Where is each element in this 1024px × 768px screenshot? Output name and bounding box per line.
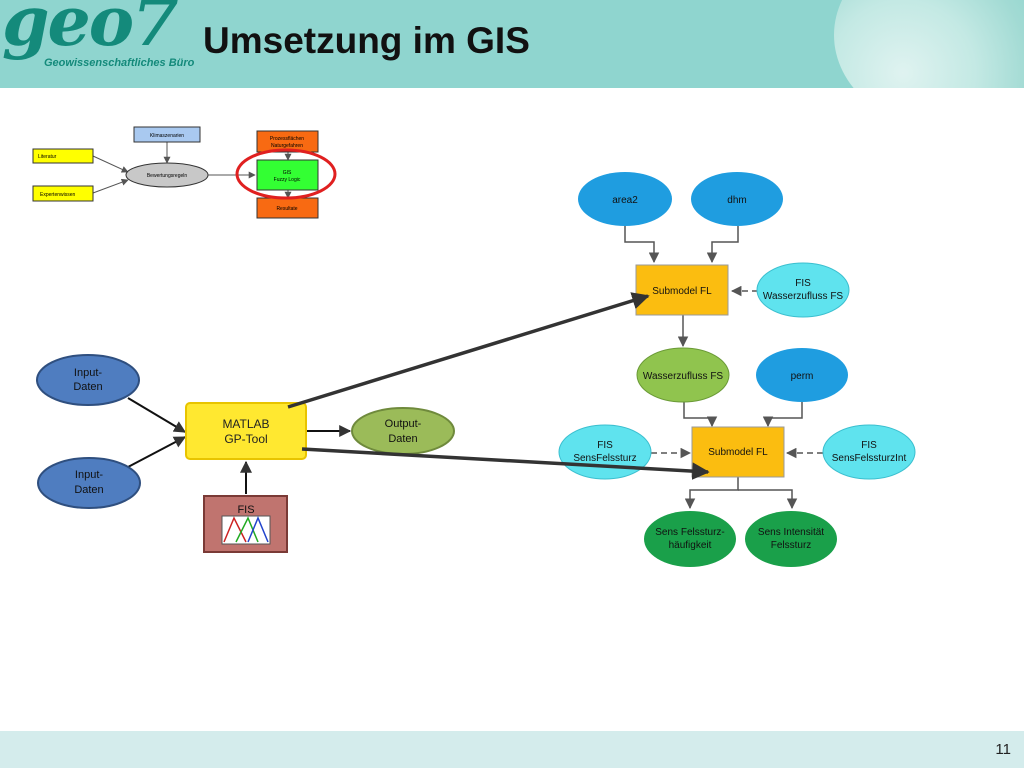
bewertungsregeln-label: Bewertungsregeln [147, 173, 188, 179]
gis-label-1: GIS [283, 170, 292, 176]
input-daten-2: Input- Daten [37, 457, 141, 509]
gis-fuzzy-box: GIS Fuzzy Logic [256, 159, 319, 191]
sens-haeufigkeit-line2: häufigkeit [669, 540, 712, 551]
dhm-node: dhm [691, 172, 783, 226]
fis-label: FIS [237, 504, 254, 516]
fis-wasserzufluss-node: FIS Wasserzufluss FS [756, 262, 850, 318]
bewertungsregeln-ellipse: Bewertungsregeln [125, 162, 209, 188]
matlab-line1: MATLAB [222, 417, 269, 431]
input-daten-2-line1: Input- [75, 469, 103, 481]
wasserzufluss-fs-label: Wasserzufluss FS [643, 371, 724, 382]
area2-label: area2 [612, 195, 638, 206]
footer-bar: 11 [0, 731, 1024, 768]
arrow-matlab-to-submodel-1 [287, 292, 650, 409]
sens-haeufigkeit-line1: Sens Felssturz- [655, 527, 724, 538]
matlab-gp-tool: MATLAB GP-Tool [185, 402, 307, 460]
fis-wasserzufluss-line2: Wasserzufluss FS [763, 291, 844, 302]
expertenwissen-box: Expertenwissen [32, 185, 94, 202]
sens-intensitaet-line2: Felssturz [771, 540, 812, 551]
submodel-fl-2-label: Submodel FL [708, 447, 768, 458]
logo-subtitle: Geowissenschaftliches Büro [44, 57, 195, 69]
matlab-line2: GP-Tool [224, 432, 267, 446]
expertenwissen-label: Expertenwissen [40, 192, 76, 198]
fis-sensfelssturz-line1: FIS [597, 440, 613, 451]
header-bar: geo7 Geowissenschaftliches Büro Umsetzun… [0, 0, 1024, 88]
sens-felssturz-haeufigkeit-node: Sens Felssturz- häufigkeit [644, 511, 736, 567]
logo: geo7 [2, 0, 179, 62]
input-daten-1-line1: Input- [74, 367, 102, 379]
right-workflow: area2 dhm Submodel FL FIS Wasserzufluss … [558, 172, 916, 567]
output-daten-line1: Output- [385, 418, 422, 430]
klimaszenarien-label: Klimaszenarien [150, 133, 184, 139]
slide-title: Umsetzung im GIS [203, 20, 530, 61]
prozessflaechen-box: Prozessflächen Naturgefahren [256, 130, 319, 153]
prozessflaechen-label-1: Prozessflächen [270, 136, 304, 142]
sens-intensitaet-felssturz-node: Sens Intensität Felssturz [745, 511, 837, 567]
output-daten: Output- Daten [351, 407, 455, 455]
sens-intensitaet-line1: Sens Intensität [758, 527, 824, 538]
page-number: 11 [995, 741, 1011, 758]
submodel-fl-1: Submodel FL [635, 264, 729, 316]
submodel-fl-1-label: Submodel FL [652, 286, 712, 297]
input-daten-1-line2: Daten [73, 381, 102, 393]
input-daten-1: Input- Daten [36, 354, 140, 406]
globe-decoration [834, 0, 1024, 88]
fis-sensfelssturz-line2: SensFelssturz [573, 453, 636, 464]
output-daten-line2: Daten [388, 433, 417, 445]
perm-label: perm [791, 371, 814, 382]
perm-node: perm [756, 348, 848, 402]
prozessflaechen-label-2: Naturgefahren [271, 143, 303, 149]
area2-node: area2 [578, 172, 672, 226]
submodel-fl-2: Submodel FL [691, 426, 785, 478]
resultate-box: Resultate [256, 197, 319, 219]
resultate-label: Resultate [276, 206, 297, 212]
left-workflow: Input- Daten Input- Daten MATLAB GP-Tool… [36, 354, 455, 553]
klimaszenarien-box: Klimaszenarien [133, 126, 201, 143]
overview-diagram: Klimaszenarien Literatur Expertenwissen … [32, 126, 337, 219]
fis-box: FIS [203, 495, 288, 553]
literatur-box: Literatur [32, 148, 94, 164]
gis-label-2: Fuzzy Logic [274, 177, 301, 183]
wasserzufluss-fs-node: Wasserzufluss FS [636, 347, 730, 403]
fis-wasserzufluss-line1: FIS [795, 278, 811, 289]
membership-function-icon [221, 515, 271, 545]
input-daten-2-line2: Daten [74, 484, 103, 496]
literatur-label: Literatur [38, 154, 57, 160]
highlight-circle [235, 148, 337, 200]
dhm-label: dhm [727, 195, 746, 206]
fis-sensfelssturzint-line2: SensFelssturzInt [832, 453, 907, 464]
fis-sensfelssturzint-node: FIS SensFelssturzInt [822, 424, 916, 480]
fis-sensfelssturzint-line1: FIS [861, 440, 877, 451]
fis-sensfelssturz-node: FIS SensFelssturz [558, 424, 652, 480]
arrow-matlab-to-submodel-2 [301, 447, 710, 480]
